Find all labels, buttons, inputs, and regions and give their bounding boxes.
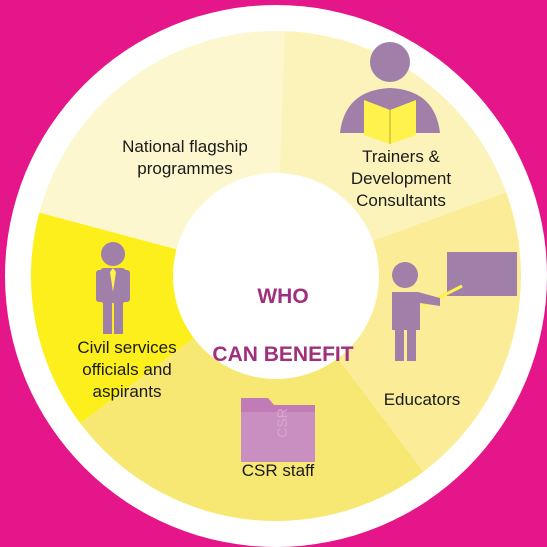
segment-label-civil: Civil services officials and aspirants [77, 338, 177, 401]
segment-label-csr: CSR staff [241, 461, 315, 480]
folder-icon [241, 398, 315, 462]
center-title-line1: WHO [257, 285, 309, 308]
official-person-icon [96, 242, 130, 334]
center-title: WHO CAN BENEFIT [193, 253, 373, 369]
center-circle [173, 173, 379, 379]
center-title-line2: CAN BENEFIT [212, 343, 354, 366]
segment-label-educators: Educators [383, 390, 461, 409]
folder-label: CSR [274, 408, 290, 438]
segment-label-trainers: Trainers & Development Consultants [350, 147, 452, 210]
teacher-board-icon [392, 252, 517, 361]
segment-label-flagship: National flagship programmes [122, 137, 248, 178]
trainer-reading-icon [340, 42, 440, 144]
